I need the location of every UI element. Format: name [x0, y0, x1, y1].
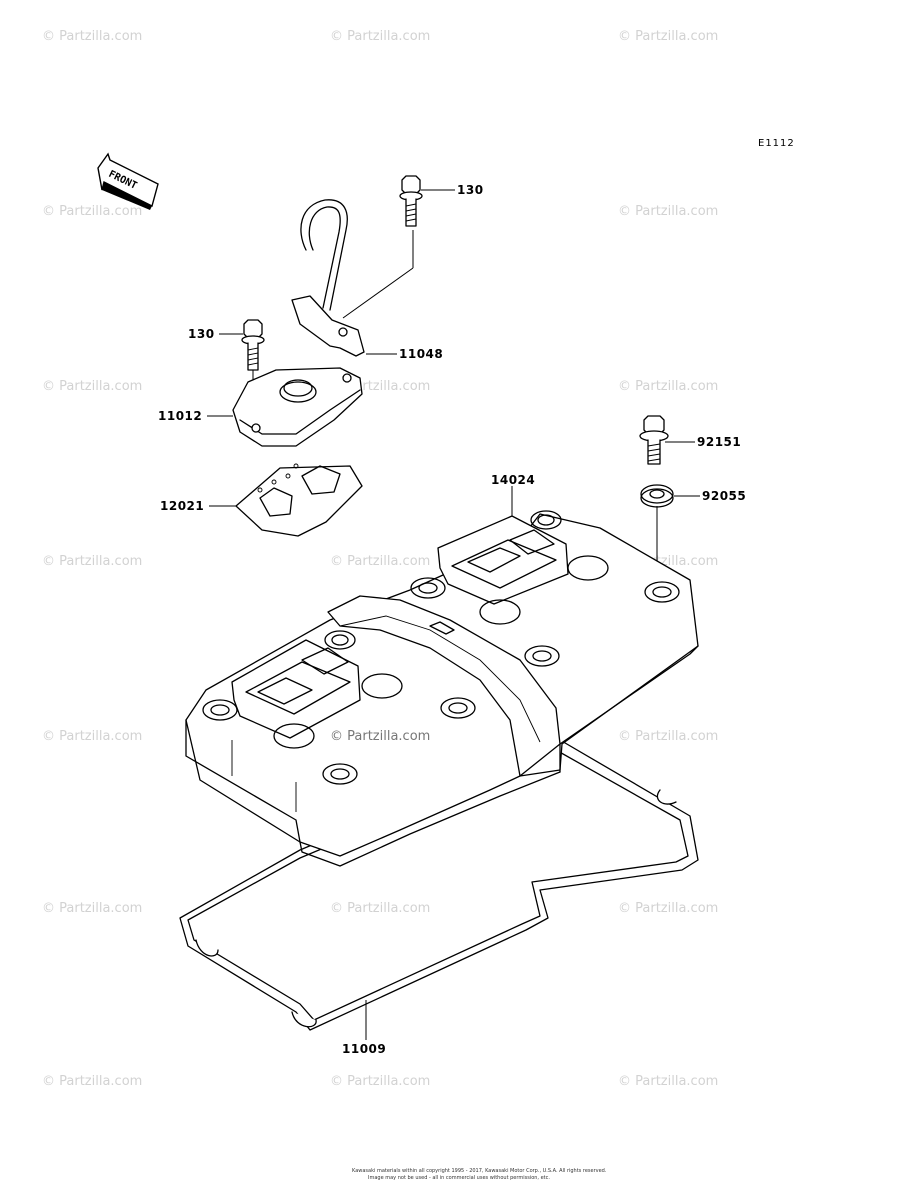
part-number[interactable]: 92055 — [702, 489, 746, 503]
watermark: © Partzilla.com — [618, 1074, 718, 1089]
watermark: © Partzilla.com — [42, 379, 142, 394]
watermark: © Partzilla.com — [618, 379, 718, 394]
bolt-top[interactable] — [399, 175, 455, 227]
part-number[interactable]: 11009 — [342, 1042, 386, 1056]
watermark: © Partzilla.com — [330, 729, 430, 744]
part-number[interactable]: 11012 — [158, 409, 202, 423]
copyright-text: Kawasaki materials within all copyright … — [352, 1168, 607, 1174]
watermark: © Partzilla.com — [42, 554, 142, 569]
copyright-text: Image may not be used - all in commercia… — [368, 1175, 550, 1181]
watermark: © Partzilla.com — [42, 204, 142, 219]
watermark: © Partzilla.com — [618, 729, 718, 744]
watermark: © Partzilla.com — [618, 901, 718, 916]
breather-bracket[interactable] — [291, 199, 414, 357]
part-number[interactable]: 12021 — [160, 499, 204, 513]
watermark: © Partzilla.com — [618, 29, 718, 44]
part-labels: 130 11048 130 11012 12021 14024 92151 92… — [158, 183, 746, 1056]
watermark: © Partzilla.com — [330, 1074, 430, 1089]
watermark: © Partzilla.com — [42, 29, 142, 44]
diagram-code: E1112 — [758, 138, 795, 149]
watermark: © Partzilla.com — [42, 729, 142, 744]
watermark: © Partzilla.com — [42, 1074, 142, 1089]
front-arrow-icon: FRONT — [97, 152, 159, 210]
watermark: © Partzilla.com — [330, 901, 430, 916]
watermark: © Partzilla.com — [330, 29, 430, 44]
part-number[interactable]: 92151 — [697, 435, 741, 449]
cover-bolt[interactable] — [639, 415, 695, 465]
watermark: © Partzilla.com — [618, 204, 718, 219]
breather-cover[interactable] — [207, 367, 363, 447]
part-number[interactable]: 11048 — [399, 347, 443, 361]
watermark: © Partzilla.com — [330, 554, 430, 569]
part-number[interactable]: 14024 — [491, 473, 535, 487]
watermark: © Partzilla.com — [42, 901, 142, 916]
part-number[interactable]: 130 — [457, 183, 484, 197]
breather-gasket[interactable] — [209, 463, 363, 537]
cylinder-head-cover[interactable] — [185, 486, 699, 867]
part-number[interactable]: 130 — [188, 327, 215, 341]
